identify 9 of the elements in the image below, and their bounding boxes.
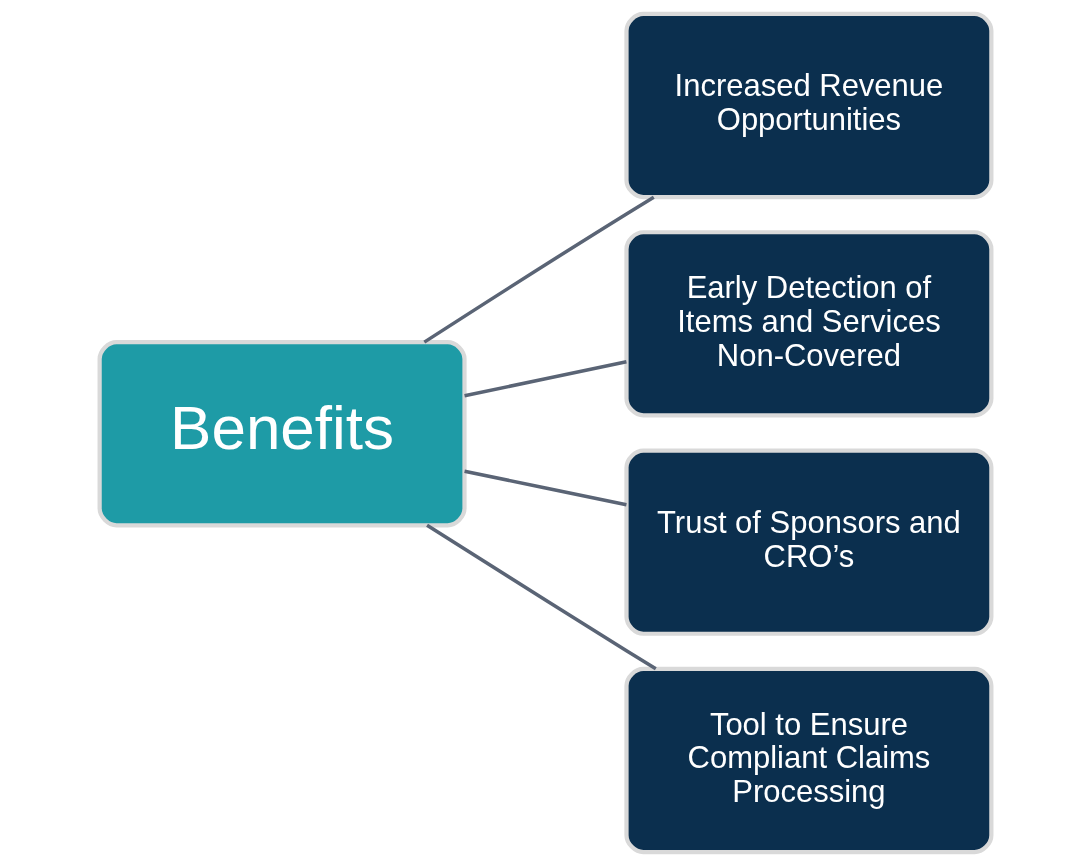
connector (463, 469, 627, 507)
connector (463, 360, 627, 398)
node-box: Benefits (97, 340, 467, 528)
connector (425, 523, 657, 671)
node-box: Tool to Ensure Compliant Claims Processing (623, 666, 993, 855)
node-box: Early Detection of Items and Services Non-Covered (623, 230, 993, 418)
node-box: Trust of Sponsors and CRO’s (623, 448, 993, 636)
node-box: Increased Revenue Opportunities (623, 11, 993, 200)
connector (422, 195, 655, 344)
